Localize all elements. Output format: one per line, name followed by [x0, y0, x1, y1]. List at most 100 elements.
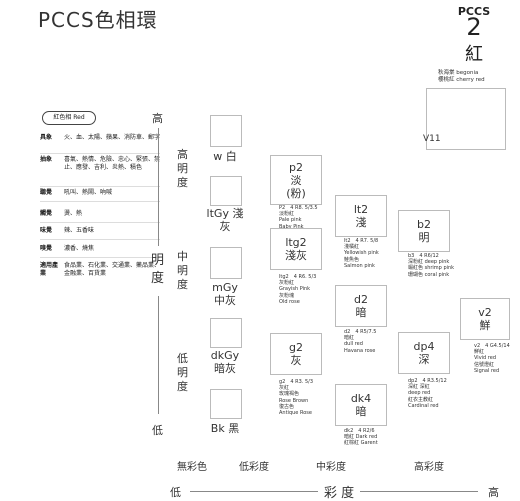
tone-name: 淺灰	[285, 249, 307, 262]
divider	[40, 239, 160, 240]
hue-sample-names: 秋海棠 begonia 櫻桃紅 cherry red	[438, 70, 485, 84]
tone-info: g2 4 R3. 5/3	[279, 379, 314, 385]
tone-cn-name: 灰粉紅	[279, 280, 295, 287]
tone-en1: dull red	[344, 341, 363, 348]
tone-name: 暗	[355, 306, 367, 319]
x-axis-low: 低	[170, 486, 181, 499]
tone-info: dp2 4 R3.5/12	[408, 378, 447, 384]
tone-en3: Old rose	[279, 298, 300, 305]
hue-sample-line1: 秋海棠 begonia	[438, 70, 479, 76]
tone-g2-info: g2 4 R3. 5/3 灰紅 玫瑰褐色 Rose Brown 復古色 Anti…	[279, 379, 313, 416]
tone-name: 深	[418, 353, 430, 366]
tone-cn-name: 深粉紅 deep pink	[408, 259, 450, 266]
divider	[40, 186, 160, 187]
tone-en2: 灰粉塊	[279, 292, 295, 299]
tone-code: lt2	[353, 203, 369, 216]
tone-lt2: lt2 淺	[335, 195, 387, 237]
tone-code: g2	[289, 341, 303, 354]
x-cat-achromatic: 無彩色	[177, 462, 207, 473]
tone-dk4: dk4 暗	[335, 384, 387, 426]
swatch-dark-gray	[210, 318, 242, 348]
tone-name: 鮮	[479, 319, 491, 332]
x-cat-low-chroma: 低彩度	[239, 462, 269, 473]
tone-code: ltg2	[285, 236, 307, 249]
mid-brightness-label: 中明度	[177, 250, 188, 291]
tone-cn-name: 深紅 深紅	[408, 384, 430, 391]
assoc-key: 聽覺	[40, 189, 53, 196]
tone-code: dp4	[413, 340, 435, 353]
y-axis-high: 高	[152, 112, 163, 125]
tone-d2: d2 暗	[335, 285, 387, 327]
hue-sample-line2: 櫻桃紅 cherry red	[438, 77, 485, 83]
tone-en3: Cardinal red	[408, 402, 439, 409]
assoc-key: 具象	[40, 134, 53, 141]
assoc-value: 辣、五香味	[64, 227, 95, 234]
assoc-key: 適用產業	[40, 262, 59, 277]
tone-en3: Signal red	[474, 367, 500, 374]
swatch-light-gray	[210, 176, 242, 206]
assoc-value: 喜氣、熱情、危險、忠心、緊張、禁止、應發、吉利、炎熱、積色	[64, 156, 161, 171]
tone-dk4-info: dk2 4 R2/6 暗紅 Dark red 紅棕紅 Garent	[344, 428, 378, 447]
tone-name: 暗	[355, 405, 367, 418]
tone-code: dk4	[350, 392, 372, 405]
tone-b2: b2 明	[398, 210, 450, 252]
tone-info: lt2 4 R7. 5/8	[344, 238, 379, 244]
swatch-black	[210, 389, 242, 419]
v11-code: V11	[423, 134, 441, 144]
tone-en2: 珊瑚色 coral pink	[408, 271, 450, 278]
tone-en4: Antique Rose	[279, 410, 312, 417]
tone-info: dk2 4 R2/6	[344, 428, 375, 434]
label-light-gray: ltGy 淺灰	[206, 207, 244, 233]
tone-en2: 鮭魚色	[344, 256, 360, 263]
tone-name: 淺	[355, 216, 367, 229]
label-white: w 白	[213, 150, 237, 163]
tone-en2: 紅衣主教紅	[408, 396, 434, 403]
assoc-value: 吼叫、熱鬧、吶喊	[64, 189, 113, 196]
tone-en1: Yellowish pink	[344, 250, 379, 257]
tone-info: v2 4 G4.5/14	[474, 343, 510, 349]
assoc-value: 濃香、燒焦	[64, 245, 95, 252]
assoc-value: 燙、熱	[64, 210, 83, 217]
tone-en2: 信號燈紅	[474, 361, 495, 368]
tone-name-alt: (粉)	[286, 187, 306, 200]
tone-en1: 紅棕紅 Garent	[344, 440, 378, 447]
pccs-label: PCCS	[457, 5, 491, 18]
tone-p2-info: P2 4 R8. 5/3.5 淡粉紅 Pale pink Baby Pink	[279, 205, 318, 230]
tone-code: p2	[289, 161, 303, 174]
tone-en1: 玫瑰褐色	[279, 391, 300, 398]
tone-code: v2	[478, 306, 492, 319]
tone-info: b3 4 R6/12	[408, 253, 439, 259]
tone-en3: 復古色	[279, 403, 295, 410]
v11-swatch	[426, 88, 506, 150]
label-mid-gray: mGy 中灰	[212, 281, 238, 307]
tone-en1: Grayish Pink	[279, 286, 311, 293]
tone-code: d2	[354, 293, 368, 306]
hue-tag: 紅色相 Red	[42, 111, 96, 125]
swatch-mid-gray	[210, 247, 242, 279]
tone-en1: Vivid red	[474, 355, 497, 362]
tone-info: P2 4 R8. 5/3.5	[279, 205, 318, 211]
tone-name: 灰	[290, 354, 302, 367]
tone-en1: Pale pink	[279, 217, 302, 224]
tone-cn-name: 灰紅	[279, 385, 290, 392]
assoc-key: 味覺	[40, 227, 53, 234]
y-axis-low: 低	[152, 424, 163, 437]
divider	[40, 257, 160, 258]
y-axis-line-upper	[158, 128, 159, 246]
tone-en2: Rose Brown	[279, 397, 309, 404]
assoc-value: 火、血、太陽、蘋果、消防車、郵字	[64, 134, 161, 141]
tone-d2-info: d2 4 R5/7.5 暗紅 dull red Havana rose	[344, 329, 376, 354]
tone-cn-name: 鮮紅	[474, 349, 485, 356]
tone-en3: Salmon pink	[344, 262, 375, 269]
tone-v2: v2 鮮	[460, 298, 510, 340]
pccs-hue-name: 紅	[465, 44, 483, 65]
tone-dp4-info: dp2 4 R3.5/12 深紅 深紅 deep red 紅衣主教紅 Cardi…	[408, 378, 447, 409]
tone-cn-name: 淡粉紅	[279, 211, 295, 218]
y-axis-line-lower	[158, 296, 159, 414]
tone-dp4: dp4 深	[398, 332, 450, 374]
tone-name: 明	[418, 231, 430, 244]
page-title: PCCS色相環	[38, 8, 158, 32]
assoc-key: 嗅覺	[40, 245, 53, 252]
low-brightness-label: 低明度	[177, 352, 188, 393]
x-cat-high-chroma: 高彩度	[414, 462, 444, 473]
